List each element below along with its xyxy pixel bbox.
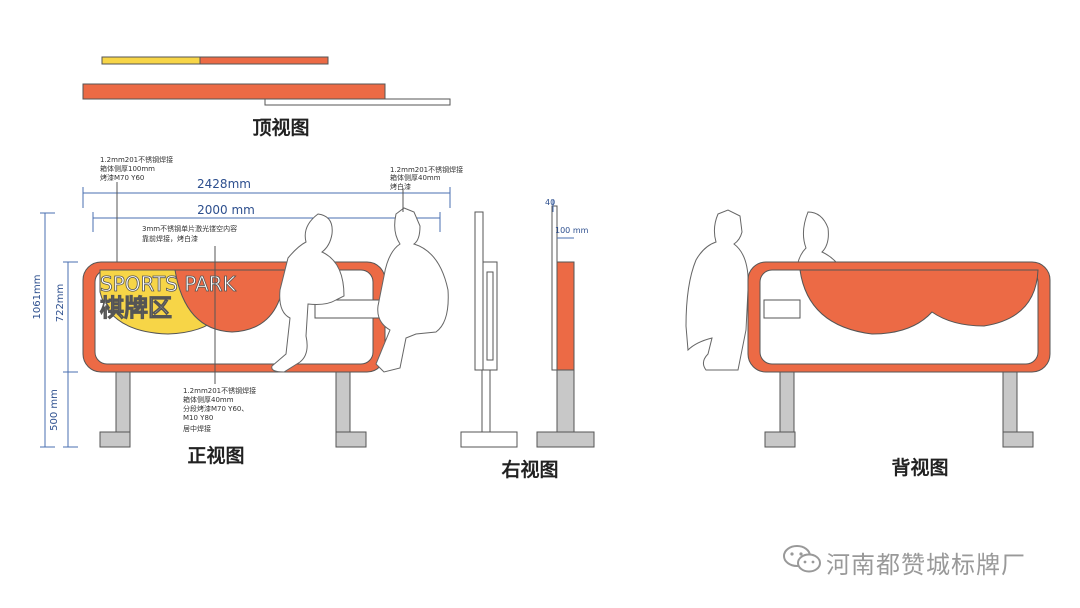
top-view-main-bar <box>82 83 386 100</box>
overall-width-label: 2428mm <box>197 177 251 191</box>
right-view: 40 100 mm 右视图 <box>460 198 595 481</box>
note-right-top: 1.2mm201不锈钢焊接 箱体侧厚40mm 烤白漆 <box>390 165 463 191</box>
svg-text:箱体侧厚40mm: 箱体侧厚40mm <box>390 173 441 182</box>
svg-text:箱体侧厚40mm: 箱体侧厚40mm <box>183 395 234 404</box>
front-sign-panel: SPORTS PARK 棋牌区 <box>82 207 449 373</box>
wechat-icon <box>783 545 821 573</box>
front-view-title: 正视图 <box>187 444 244 467</box>
front-view: 2428mm 2000 mm 1061mm 722mm 500 mm <box>32 155 463 467</box>
svg-text:烤漆M70 Y60: 烤漆M70 Y60 <box>100 173 144 182</box>
note-center: 3mm不锈钢单片激光镂空内容 靠前焊接，烤白漆 <box>142 224 237 243</box>
right-view-title: 右视图 <box>500 458 558 481</box>
brand-watermark: 河南都赞城标牌厂 <box>826 551 1026 579</box>
panel-width-label: 2000 mm <box>197 203 255 217</box>
side-width-label: 100 mm <box>555 226 589 235</box>
svg-text:箱体侧厚100mm: 箱体侧厚100mm <box>100 164 155 173</box>
svg-text:居中焊接: 居中焊接 <box>183 424 211 433</box>
svg-text:1.2mm201不锈钢焊接: 1.2mm201不锈钢焊接 <box>100 155 173 164</box>
top-view-orange-strip <box>199 56 329 65</box>
leg-height-label: 500 mm <box>49 389 60 431</box>
top-view: 顶视图 <box>82 56 451 139</box>
back-chess-table <box>763 299 801 319</box>
svg-text:1.2mm201不锈钢焊接: 1.2mm201不锈钢焊接 <box>390 165 463 174</box>
seated-figure-left <box>271 213 345 373</box>
overall-width-dimension: 2428mm <box>82 177 451 208</box>
svg-text:M10 Y80: M10 Y80 <box>183 414 213 422</box>
height-dimensions: 1061mm 722mm 500 mm <box>32 212 78 448</box>
top-view-title: 顶视图 <box>252 116 309 139</box>
svg-text:3mm不锈钢单片激光镂空内容: 3mm不锈钢单片激光镂空内容 <box>142 224 237 233</box>
sign-title-en: SPORTS PARK <box>100 272 237 296</box>
sign-title-cn: 棋牌区 <box>100 294 172 322</box>
back-view: 背视图 <box>685 209 1051 479</box>
top-view-yellow-strip <box>101 56 201 65</box>
total-height-label: 1061mm <box>32 275 43 320</box>
back-view-title: 背视图 <box>891 456 948 479</box>
back-figure-left <box>685 209 749 371</box>
panel-width-dimension: 2000 mm <box>92 203 441 232</box>
svg-text:分段烤漆M70 Y60、: 分段烤漆M70 Y60、 <box>183 404 248 413</box>
seated-figure-right <box>375 207 449 373</box>
note-bottom: 1.2mm201不锈钢焊接 箱体侧厚40mm 分段烤漆M70 Y60、 M10 … <box>183 386 256 433</box>
front-legs <box>99 371 367 448</box>
side-depth-label: 40 <box>545 198 555 207</box>
svg-text:1.2mm201不锈钢焊接: 1.2mm201不锈钢焊接 <box>183 386 256 395</box>
panel-height-label: 722mm <box>55 284 66 323</box>
note-left-top: 1.2mm201不锈钢焊接 箱体侧厚100mm 烤漆M70 Y60 <box>100 155 173 182</box>
top-view-white-bar <box>264 98 451 106</box>
svg-text:烤白漆: 烤白漆 <box>390 182 411 191</box>
back-orange-arcs <box>799 269 1039 335</box>
svg-text:靠前焊接，烤白漆: 靠前焊接，烤白漆 <box>142 234 198 243</box>
